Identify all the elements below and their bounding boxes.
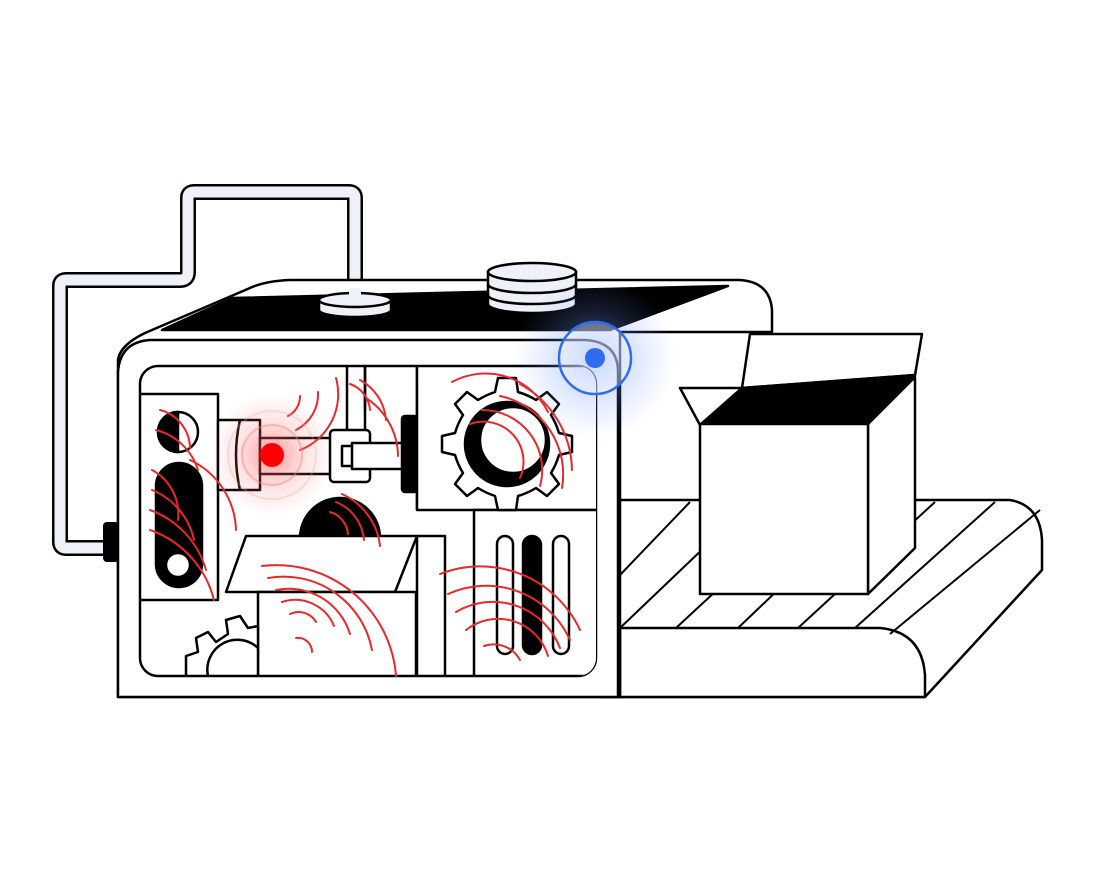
- box-left-flap: [678, 386, 744, 427]
- lid-cap-small: [317, 288, 393, 319]
- vertical-rod: [345, 366, 367, 438]
- gear-icon: [184, 614, 260, 676]
- box-front: [698, 422, 870, 596]
- conveyor-roller: [618, 626, 927, 699]
- lower-block: [256, 590, 418, 676]
- hose-connector: [103, 522, 119, 562]
- fault-point-icon: [210, 393, 334, 517]
- open-box-icon: [678, 332, 924, 596]
- coupling-arm: [350, 441, 406, 471]
- air-hose: [52, 184, 363, 556]
- vibration-waves: [149, 372, 581, 677]
- slanted-block: [224, 534, 419, 594]
- bracket-bar: [400, 414, 420, 494]
- wireless-sensor-icon: [515, 278, 675, 438]
